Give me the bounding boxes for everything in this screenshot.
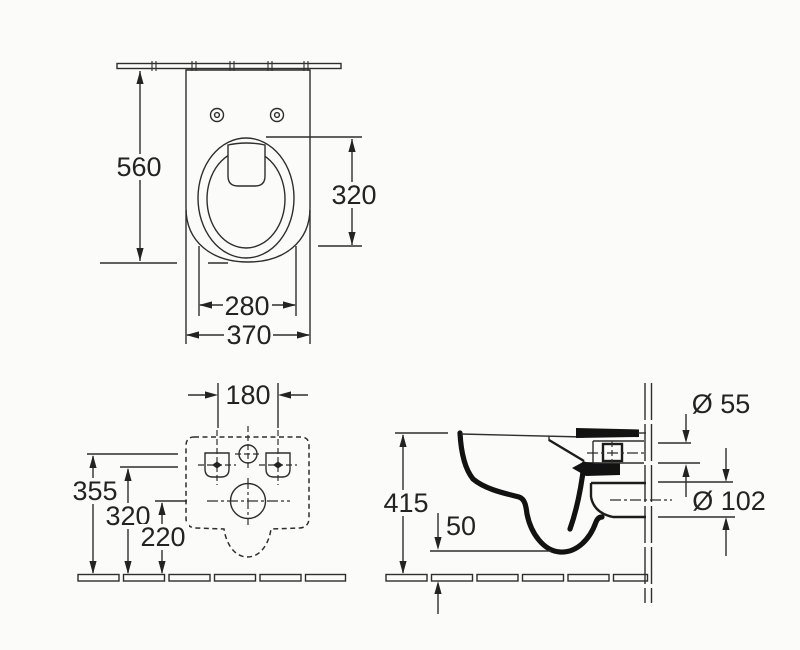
side-view: 415 50 Ø 55 Ø 102	[380, 383, 766, 614]
dimension-370: 370	[185, 210, 311, 350]
arrowhead	[158, 502, 166, 515]
top-view: 560 320 280	[100, 61, 380, 350]
dimension-415: 415	[380, 432, 448, 574]
center-mark	[273, 461, 283, 469]
dim-label-depth: 560	[116, 152, 161, 182]
dimension-50: 50	[430, 511, 551, 614]
arrowhead	[682, 464, 690, 477]
arrowhead	[199, 301, 212, 309]
arrowhead	[348, 139, 356, 152]
dimension-inlet-diameter: Ø 55	[658, 389, 750, 497]
arrowhead	[136, 71, 144, 84]
arrowhead	[124, 561, 132, 574]
dim-label-bowl-offset: 50	[446, 511, 476, 541]
rim-top-surface	[460, 433, 585, 438]
arrowhead	[89, 561, 97, 574]
arrowhead	[297, 331, 310, 339]
arrowhead	[158, 561, 166, 574]
floor-hatch	[77, 573, 347, 582]
arrowhead	[348, 232, 356, 245]
outlet-circle	[207, 478, 290, 525]
dimension-outlet-diameter: Ø 102	[658, 448, 766, 556]
arrowhead	[205, 391, 218, 399]
dimension-280: 280	[198, 246, 297, 321]
trap-curve	[567, 461, 587, 532]
dim-label-overall-height: 415	[383, 488, 428, 518]
bowl-outer-rim	[197, 137, 295, 259]
dimension-180: 180	[188, 380, 308, 428]
inner-rim-line	[548, 438, 585, 463]
outer-shell	[457, 430, 605, 555]
dim-label-bowl-length: 320	[331, 180, 376, 210]
arrowhead	[722, 469, 730, 482]
dim-label-inlet-diameter: Ø 55	[692, 389, 751, 419]
arrowhead	[278, 391, 291, 399]
bowl-body-outline	[185, 69, 311, 263]
fixing-plate-right	[259, 430, 297, 485]
hidden-body-outline	[185, 436, 310, 558]
arrowhead	[434, 581, 442, 594]
arrowhead	[124, 468, 132, 481]
wall-section	[644, 383, 653, 603]
floor-hatch	[385, 573, 649, 582]
flush-ledge	[227, 142, 266, 187]
dim-label-bowl-width: 280	[224, 291, 269, 321]
dim-label-outlet-diameter: Ø 102	[692, 486, 766, 516]
dimension-560: 560	[100, 71, 228, 264]
arrowhead	[283, 301, 296, 309]
arrowhead	[399, 561, 407, 574]
ceramic-wedge	[572, 462, 620, 476]
inlet-socket	[587, 440, 646, 464]
dim-label-width: 370	[226, 320, 271, 350]
arrowhead	[186, 331, 199, 339]
arrowhead	[136, 248, 144, 261]
dim-label-outlet-height: 220	[140, 522, 185, 552]
water-inlet-circle	[235, 426, 261, 469]
arrowhead	[682, 430, 690, 443]
seat-mounting-hole-right	[269, 107, 285, 123]
rear-top-flange	[576, 428, 639, 438]
wall-line	[116, 62, 342, 70]
seat-mounting-hole-left	[209, 107, 225, 123]
center-mark	[212, 461, 222, 469]
dimension-355: 355	[69, 453, 178, 574]
dim-label-inlet-height: 355	[72, 476, 117, 506]
dim-label-hole-spacing: 180	[225, 380, 270, 410]
fixing-plate-left	[198, 430, 236, 485]
outlet-spigot	[589, 481, 672, 519]
arrowhead	[722, 517, 730, 530]
dimension-320-bowl: 320	[266, 136, 380, 247]
arrowhead	[89, 455, 97, 468]
rear-view: 180 355 320 220	[69, 380, 347, 582]
arrowhead	[434, 537, 442, 550]
arrowhead	[399, 434, 407, 447]
pan-section-profile	[457, 428, 672, 555]
dimension-220: 220	[138, 500, 189, 574]
